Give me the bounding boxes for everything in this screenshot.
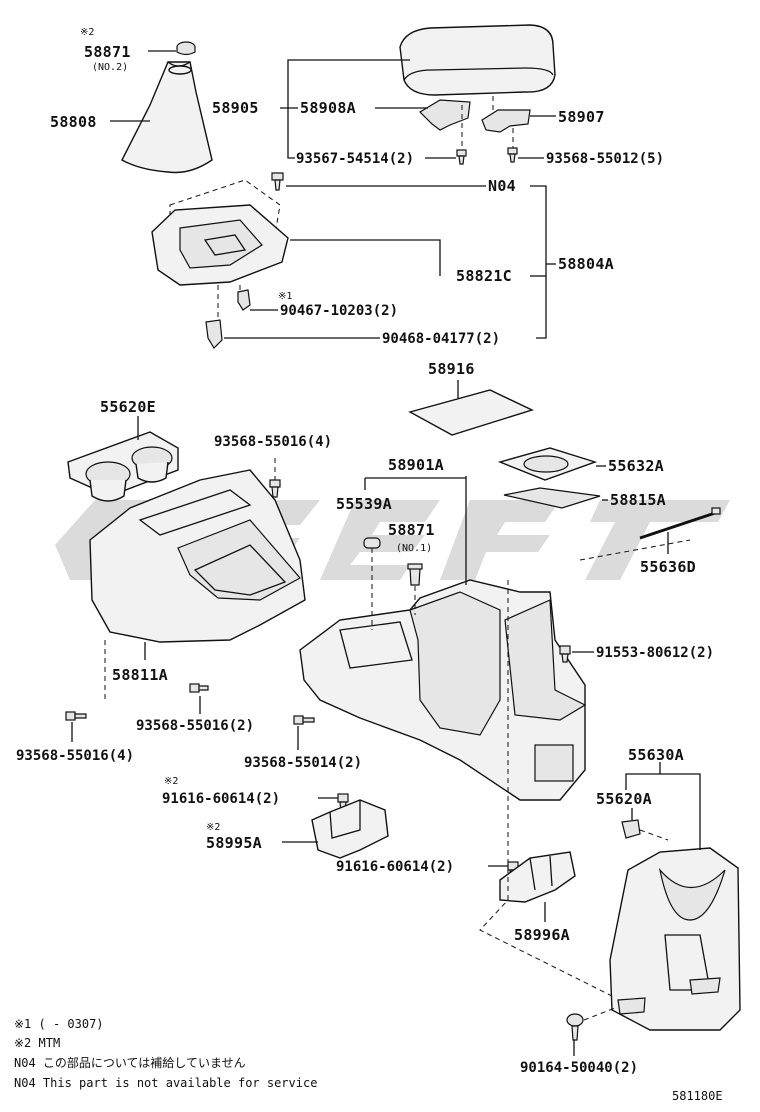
retainer-58871-no1 [407,563,423,586]
pad-58916 [408,389,534,436]
cup-ring-55632A [497,447,598,481]
label-58871-no1: 58871 [388,521,435,539]
screw-93568-55016-lower [65,711,87,721]
label-58821C: 58821C [456,267,512,285]
label-58815A: 58815A [610,491,666,509]
mark-2-58871: ※2 [80,27,94,38]
label-55630A: 55630A [628,746,684,764]
mark-2-91616: ※2 [164,776,178,787]
mark-1-90467: ※1 [278,291,292,302]
mark-2-58995A: ※2 [206,822,220,833]
rod-55636D [639,507,721,540]
bracket-58995A [311,799,389,859]
footnote-1: ※1 ( - 0307) [14,1017,104,1031]
label-58908A: 58908A [300,99,356,117]
label-90467-10203: 90467-10203(2) [280,303,398,319]
clip-90468 [205,319,223,349]
screw-93568-55012 [507,147,518,163]
figure-code: 581180E [672,1089,723,1103]
label-93568-55012: 93568-55012(5) [546,151,664,167]
footnote-n04-jp: N04 この部品については補給していません [14,1055,246,1070]
label-58901A: 58901A [388,456,444,474]
label-58871-no2: 58871 [84,43,131,61]
screw-93568-55014 [293,715,315,725]
cup-holder-55620E [67,431,179,502]
console-panel-58811A [89,469,306,643]
bracket-58908A [419,99,471,150]
label-90468-04177: 90468-04177(2) [382,331,500,347]
screw-93568-55016-upper [269,479,281,498]
label-58871-no1-sub: (NO.1) [396,543,432,554]
label-N04: N04 [488,177,516,195]
plug-55620A [621,819,641,839]
bracket-58996A [499,851,576,903]
footnote-n04-en: N04 This part is not available for servi… [14,1076,317,1090]
label-58808: 58808 [50,113,97,131]
screw-90164 [566,1013,584,1041]
label-91616-60614-upper: 91616-60614(2) [162,791,280,807]
label-58871-no2-sub: (NO.2) [92,62,128,73]
clip-90467 [237,289,251,311]
label-55620A: 55620A [596,790,652,808]
clip-N04 [271,172,284,191]
label-58995A: 58995A [206,834,262,852]
label-55632A: 55632A [608,457,664,475]
label-93568-55014: 93568-55014(2) [244,755,362,771]
label-93568-55016-mid: 93568-55016(2) [136,718,254,734]
shift-bezel-58821C [151,179,289,320]
footnote-2: ※2 MTM [14,1036,60,1050]
sheet-58815A [503,487,601,509]
armrest-pad-58905 [399,24,556,96]
label-93568-55016-lower: 93568-55016(4) [16,748,134,764]
label-90164-50040: 90164-50040(2) [520,1060,638,1076]
label-58811A: 58811A [112,666,168,684]
bracket-58907 [481,96,531,150]
label-58905: 58905 [212,99,259,117]
label-58916: 58916 [428,360,475,378]
label-58907: 58907 [558,108,605,126]
console-box-58901A [299,579,587,801]
boot-retainer-58871 [176,41,196,56]
label-93568-55016-upper: 93568-55016(4) [214,434,332,450]
plug-55539A [363,537,381,549]
label-55620E: 55620E [100,398,156,416]
label-58996A: 58996A [514,926,570,944]
label-58804A: 58804A [558,255,614,273]
shift-boot-58808 [121,61,213,174]
label-91553-80612: 91553-80612(2) [596,645,714,661]
label-93567-54514: 93567-54514(2) [296,151,414,167]
label-55539A: 55539A [336,495,392,513]
label-91616-60614-lower: 91616-60614(2) [336,859,454,875]
rear-panel-55630A [609,847,741,1031]
screw-91553 [559,645,571,663]
label-55636D: 55636D [640,558,696,576]
screw-93567 [456,149,467,165]
screw-93568-55016-mid [189,683,209,693]
